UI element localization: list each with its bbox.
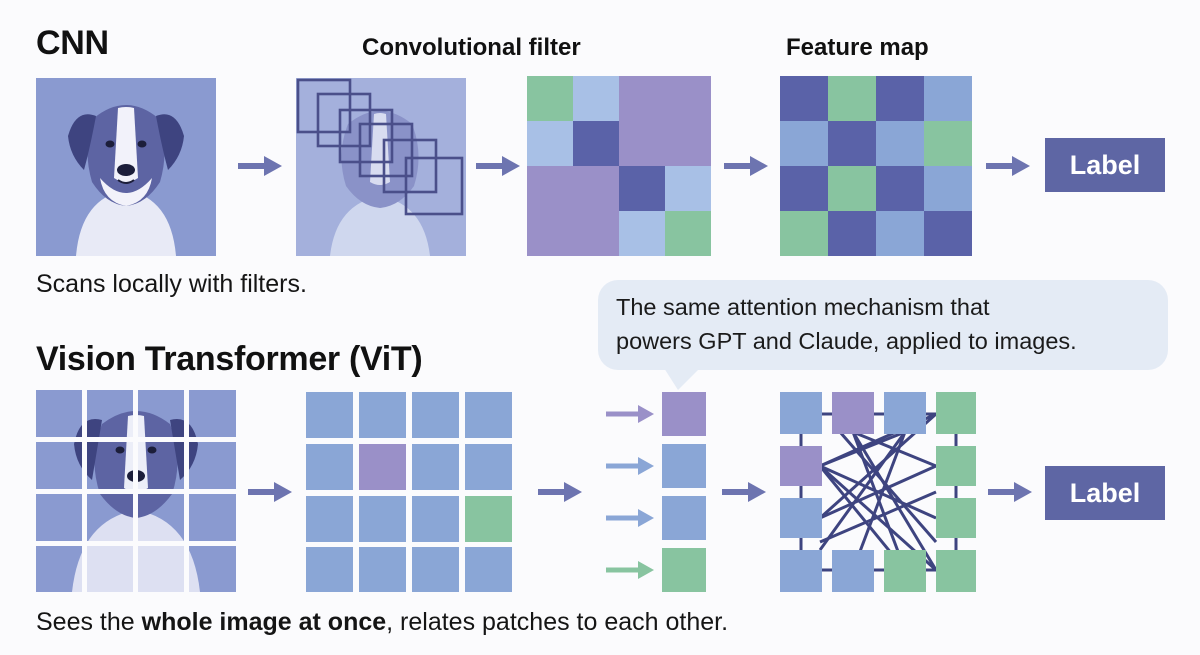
dog-image xyxy=(36,78,216,256)
arrow-right-icon xyxy=(538,482,582,502)
vit-title: Vision Transformer (ViT) xyxy=(36,340,423,378)
self-attention-graph xyxy=(780,392,976,592)
arrow-right-icon xyxy=(986,156,1030,176)
cnn-title: CNN xyxy=(36,24,109,62)
patched-dog-image xyxy=(36,390,236,592)
token-sequence xyxy=(606,392,706,592)
feature-map-label: Feature map xyxy=(786,34,929,61)
arrow-right-icon xyxy=(724,156,768,176)
vit-caption-end: , relates patches to each other. xyxy=(386,608,729,636)
vit-caption-start: Sees the xyxy=(36,608,142,636)
cnn-caption: Scans locally with filters. xyxy=(36,270,307,298)
arrow-right-icon xyxy=(988,482,1032,502)
arrow-right-icon xyxy=(476,156,520,176)
vit-caption: Sees the whole image at once, relates pa… xyxy=(36,608,728,637)
callout-pointer xyxy=(664,368,700,390)
arrow-right-icon xyxy=(722,482,766,502)
patch-embedding-grid xyxy=(306,392,512,592)
cnn-output-label: Label xyxy=(1045,138,1165,192)
attention-callout: The same attention mechanism that powers… xyxy=(598,280,1168,370)
vit-output-label: Label xyxy=(1045,466,1165,520)
vit-caption-emphasis: whole image at once xyxy=(141,608,387,636)
feature-map-grid xyxy=(780,76,972,256)
callout-line-2: powers GPT and Claude, applied to images… xyxy=(616,328,1077,354)
convolution-output-grid xyxy=(527,76,711,256)
convolutional-filter-label: Convolutional filter xyxy=(362,34,581,61)
arrow-right-icon xyxy=(238,156,282,176)
callout-line-1: The same attention mechanism that xyxy=(616,294,990,320)
arrow-right-icon xyxy=(248,482,292,502)
filter-scan-image xyxy=(296,78,466,256)
